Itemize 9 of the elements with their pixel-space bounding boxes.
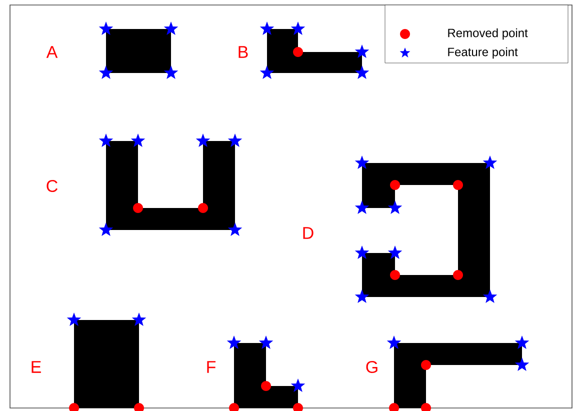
shape-letter: B [238, 46, 248, 58]
shape-letter: C [46, 180, 58, 192]
shape-letter: G [366, 360, 378, 373]
legend-text: Feature point [448, 47, 518, 59]
shape-letter: D [303, 227, 314, 239]
shape-letter: F [207, 361, 216, 373]
shape-letter: E [32, 361, 41, 373]
legend-text: Removed point [448, 28, 528, 40]
shape-letter: A [46, 46, 58, 58]
